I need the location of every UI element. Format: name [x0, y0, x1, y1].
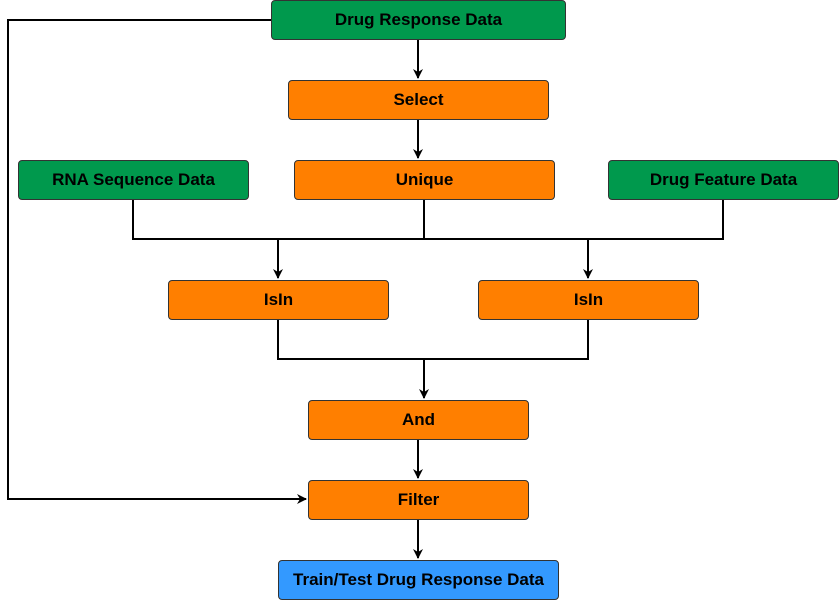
edge-rna-to-isin-left	[132, 200, 283, 279]
edge-drug-response-to-filter	[7, 19, 307, 504]
node-drug-feature-data: Drug Feature Data	[608, 160, 839, 200]
node-drug-response-data: Drug Response Data	[271, 0, 566, 40]
node-select: Select	[288, 80, 549, 120]
node-isin-right: IsIn	[478, 280, 699, 320]
edge-unique-to-isin-left	[278, 200, 425, 240]
edge-unique-to-isin-right	[424, 238, 593, 279]
edge-isin-right-to-and	[424, 320, 589, 360]
edge-isin-left-to-and	[277, 320, 429, 399]
node-isin-left: IsIn	[168, 280, 389, 320]
edge-drug-feature-to-isin-right	[588, 200, 724, 240]
node-train-test-output: Train/Test Drug Response Data	[278, 560, 559, 600]
node-filter: Filter	[308, 480, 529, 520]
node-rna-sequence-data: RNA Sequence Data	[18, 160, 249, 200]
node-unique: Unique	[294, 160, 555, 200]
node-and: And	[308, 400, 529, 440]
